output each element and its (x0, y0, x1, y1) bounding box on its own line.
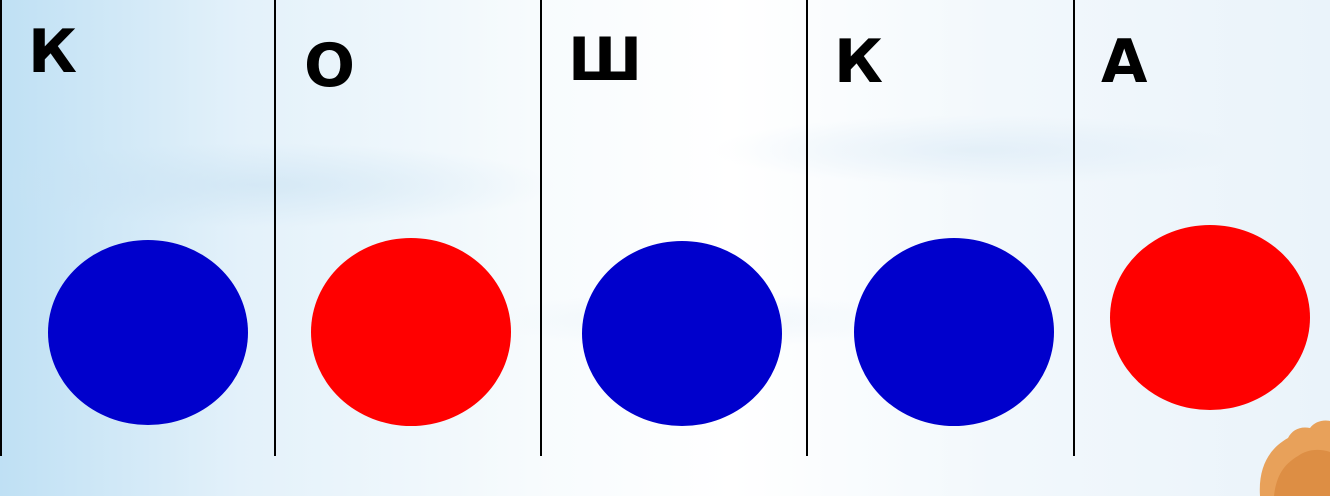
sound-circle (582, 241, 782, 426)
sound-circle (311, 238, 511, 426)
letter-label: К (28, 22, 77, 82)
sound-circle (1110, 225, 1310, 410)
sound-circle (48, 240, 248, 425)
letter-label: О (304, 36, 355, 96)
word-scheme-slide: К О Ш К А (0, 0, 1330, 456)
sound-circle (854, 238, 1054, 426)
letter-label: К (834, 32, 883, 92)
sound-cell-4: К (808, 0, 1075, 456)
letter-label: А (1101, 32, 1147, 92)
sound-cell-5: А (1075, 0, 1330, 456)
letter-label: Ш (568, 30, 642, 90)
sound-cell-1: К (0, 0, 276, 456)
sound-cell-3: Ш (542, 0, 808, 456)
sound-cell-2: О (276, 0, 542, 456)
sound-scheme-table: К О Ш К А (0, 0, 1330, 456)
